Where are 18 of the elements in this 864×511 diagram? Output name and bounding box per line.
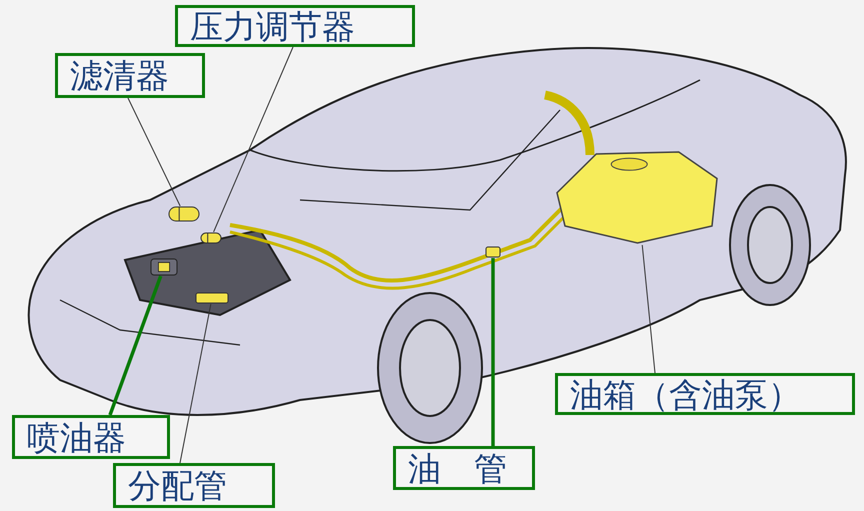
leader-line xyxy=(642,244,656,374)
callout-box xyxy=(555,373,855,415)
part-label: 油箱（含油泵） xyxy=(570,378,801,410)
leader-line xyxy=(491,258,495,446)
leader-line xyxy=(128,98,181,206)
callout-box xyxy=(113,463,275,508)
leader-line xyxy=(213,46,294,232)
callout-box xyxy=(175,5,415,47)
part-label: 压力调节器 xyxy=(190,10,355,42)
part-label: 滤清器 xyxy=(70,59,169,92)
leader-line xyxy=(108,275,162,416)
part-label: 分配管 xyxy=(128,469,227,502)
callout-box xyxy=(55,53,205,98)
leader-line xyxy=(180,304,212,464)
callout-box xyxy=(393,446,535,490)
callout-box xyxy=(12,415,170,459)
part-label: 油 管 xyxy=(408,452,507,484)
part-label: 喷油器 xyxy=(27,420,126,454)
